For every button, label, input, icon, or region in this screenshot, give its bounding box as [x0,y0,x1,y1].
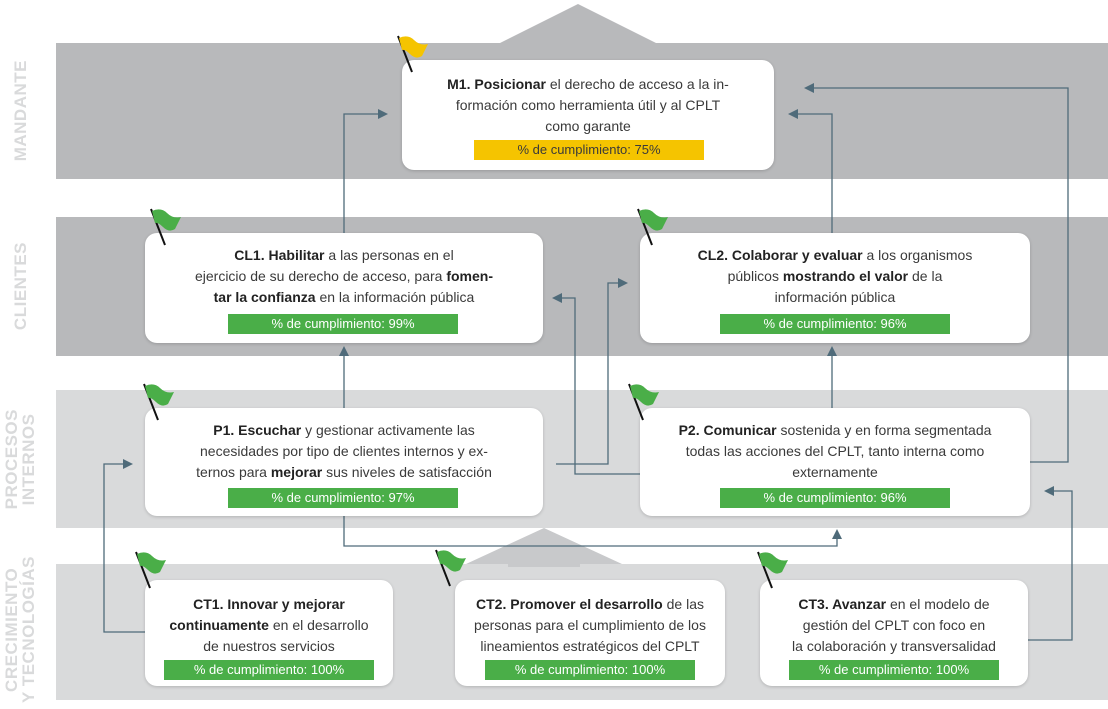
objective-title: CL1. Habilitar [234,247,325,263]
compliance-badge: % de cumplimiento: 99% [228,314,458,334]
objective-card-cl2: CL2. Colaborar y evaluar a los organismo… [640,233,1030,343]
compliance-badge: % de cumplimiento: 96% [720,488,950,508]
objective-text: de nuestros servicios [203,638,335,654]
objective-card-m1: M1. Posicionar el derecho de acceso a la… [402,60,774,170]
objective-text: sostenida y en forma segmentada [776,422,992,438]
objective-card-ct3: CT3. Avanzar en el modelo de gestión del… [760,580,1028,686]
connector-p1-cl2 [556,278,628,465]
objective-card-cl1: CL1. Habilitar a las personas en el ejer… [145,233,543,343]
objective-text: lineamientos estratégicos del CPLT [480,638,700,654]
objective-text: mejorar [270,464,323,480]
objective-text: de la [908,268,943,284]
connector-ct3-p2 [1028,486,1073,641]
objective-text: externamente [792,464,878,480]
objective-text: formación como herramienta útil y al CPL… [455,97,721,113]
objective-text: gestión del CPLT con foco en [802,617,986,633]
connector-p1-p2 [343,516,842,547]
objective-title: CT2. Promover el desarrollo [476,596,663,612]
objective-text: fomen- [446,268,494,284]
objective-text: y gestionar activamente las [301,422,475,438]
objective-text: personas para el cumplimiento de los [474,617,706,633]
objective-text: como garante [545,118,631,134]
objective-text: en el modelo de [886,596,990,612]
big-up-arrow [500,4,656,46]
compliance-badge: % de cumplimiento: 96% [720,314,950,334]
objective-title: CT3. Avanzar [798,596,887,612]
objective-text: todas las acciones del CPLT, tanto inter… [685,443,985,459]
objective-text: a los organismos [862,247,973,263]
connector-ct1-p1 [103,459,145,633]
objective-card-p1: P1. Escuchar y gestionar activamente las… [145,408,543,516]
objective-text: ejercicio de su derecho de acceso, para [194,268,447,284]
objective-title: CL2. Colaborar y evaluar [697,247,863,263]
flag-icon [143,383,174,421]
flag-icon [135,551,166,589]
objective-card-ct1: CT1. Innovar y mejorar continuamente en … [145,580,393,686]
objective-title: M1. Posicionar [447,76,546,92]
compliance-badge: % de cumplimiento: 97% [228,488,458,508]
objective-text: de las [662,596,704,612]
connector-p2-m1 [804,83,1069,463]
objective-card-ct2: CT2. Promover el desarrollo de las perso… [455,580,725,686]
objective-title: CT1. Innovar y mejorar [193,596,345,612]
connector-cl2-m1 [788,109,833,233]
objective-title: P2. Comunicar [678,422,777,438]
flag-icon [628,383,659,421]
big-up-arrow [466,528,622,567]
flag-icon [150,208,181,246]
flag-icon [435,549,466,587]
flag-icon [397,35,428,73]
objective-card-p2: P2. Comunicar sostenida y en forma segme… [640,408,1030,516]
flag-icon [637,208,668,246]
objective-text: públicos [727,268,783,284]
compliance-badge: % de cumplimiento: 100% [164,660,374,680]
objective-text: a las personas en el [324,247,454,263]
compliance-badge: % de cumplimiento: 75% [474,140,704,160]
compliance-badge: % de cumplimiento: 100% [789,660,999,680]
objective-text: la colaboración y transversalidad [792,638,996,654]
objective-text: sus niveles de satisfacción [322,464,492,480]
flag-icon [757,551,788,589]
objective-text: necesidades por tipo de clientes interno… [200,443,488,459]
compliance-badge: % de cumplimiento: 100% [485,660,695,680]
connector-cl1-m1 [343,109,388,233]
objective-text: ternos para [196,464,271,480]
connector-p2-cl1 [552,293,640,475]
objective-text: en el desarrollo [268,617,369,633]
objective-title: P1. Escuchar [213,422,302,438]
objective-text: el derecho de acceso a la in- [545,76,729,92]
objective-text: tar la confianza [213,289,316,305]
objective-text: mostrando el valor [782,268,909,284]
objective-text: información pública [774,289,896,305]
objective-text: en la información pública [315,289,475,305]
objective-text: continuamente [169,617,269,633]
